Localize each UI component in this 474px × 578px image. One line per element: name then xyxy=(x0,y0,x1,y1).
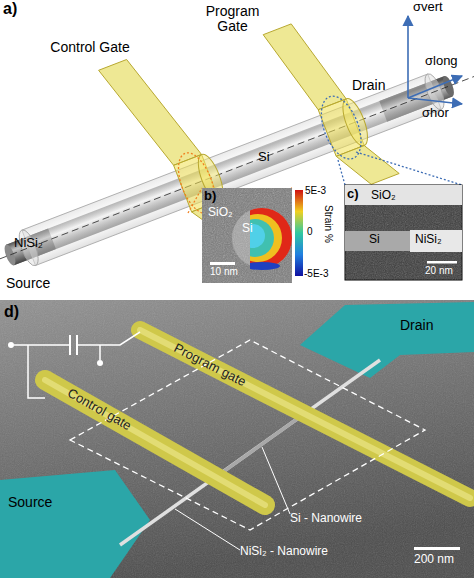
stress-axis xyxy=(408,98,462,104)
program-gate-plate xyxy=(336,146,399,185)
program-gate xyxy=(140,330,470,498)
panel-letter: b) xyxy=(204,189,216,203)
stress-label: σlong xyxy=(425,54,458,68)
control-gate-plate xyxy=(99,60,202,166)
tem-image xyxy=(202,188,292,283)
color-bar xyxy=(295,190,303,276)
terminal xyxy=(8,342,14,348)
material-label: Si xyxy=(258,150,270,164)
colorbar-tick: -5E-3 xyxy=(304,268,328,279)
scale-label: 200 nm xyxy=(414,553,454,566)
strain-region xyxy=(250,208,292,268)
colorbar-title: Strain % xyxy=(323,205,334,243)
gate-highlight xyxy=(45,380,265,505)
gate-label: Control Gate xyxy=(50,40,130,55)
terminal xyxy=(97,360,103,366)
strain-region xyxy=(250,262,280,270)
panel-letter: c) xyxy=(347,187,359,201)
stress-label: σhor xyxy=(422,106,449,120)
zoom-line xyxy=(188,188,202,213)
terminal-label: Source xyxy=(6,276,50,291)
material-label: NiSi₂ xyxy=(14,236,43,250)
panel-letter: d) xyxy=(4,303,19,321)
scale-bar xyxy=(427,261,457,264)
material-label: Si xyxy=(242,222,253,235)
material-label: Si xyxy=(369,233,380,246)
panel-letter: a) xyxy=(3,0,17,18)
colorbar-tick: 0 xyxy=(307,226,313,237)
tem-texture xyxy=(345,185,462,280)
strain-region xyxy=(250,214,282,262)
nanowire-label: Si - Nanowire xyxy=(290,512,362,525)
terminal-label: Drain xyxy=(352,78,385,93)
sem-image xyxy=(0,300,474,578)
strain-inset: b) SiO₂ Si 10 nm xyxy=(202,188,292,283)
terminal-label: Source xyxy=(8,495,52,510)
zoom-line xyxy=(356,152,462,185)
source-pad xyxy=(0,470,150,578)
program-gate-ring xyxy=(338,96,373,149)
tem-inset: c) SiO₂ Si NiSi₂ 20 nm xyxy=(345,185,462,280)
leader-line xyxy=(262,447,290,514)
material-label: SiO₂ xyxy=(371,189,396,202)
tem-texture xyxy=(202,188,292,283)
scale-label: 10 nm xyxy=(210,266,238,277)
material-label: SiO₂ xyxy=(208,206,233,219)
gate-label: Program Gate xyxy=(195,4,270,35)
stress-axis xyxy=(407,16,409,98)
si-nanowire xyxy=(216,414,304,477)
drain-pad xyxy=(300,302,474,378)
scale-bar xyxy=(210,262,235,265)
colorbar-tick: 5E-3 xyxy=(305,185,326,196)
sem-texture xyxy=(0,300,474,578)
leader-line xyxy=(175,509,240,550)
stress-axis xyxy=(408,76,462,98)
oxide-region xyxy=(345,185,462,205)
scale-bar xyxy=(414,547,460,550)
gate-highlight xyxy=(140,330,470,498)
panel-d: d) xyxy=(0,300,474,578)
stress-label: σvert xyxy=(413,0,443,14)
material-label: NiSi₂ xyxy=(415,233,442,246)
scale-label: 20 nm xyxy=(425,265,453,276)
panel-background xyxy=(0,0,474,300)
capacitor-symbol xyxy=(70,335,77,355)
nisi2-region xyxy=(410,230,462,252)
dashed-frame xyxy=(70,340,425,530)
strain-map xyxy=(250,208,292,270)
si-cross-section xyxy=(232,208,292,268)
control-gate xyxy=(45,380,265,505)
si-region xyxy=(345,231,410,251)
nanowire-label: NiSi₂ - Nanowire xyxy=(240,545,328,558)
tem-image xyxy=(345,185,462,280)
strain-region xyxy=(250,219,274,257)
terminal-label: Drain xyxy=(400,318,433,333)
zoom-line xyxy=(338,160,345,185)
